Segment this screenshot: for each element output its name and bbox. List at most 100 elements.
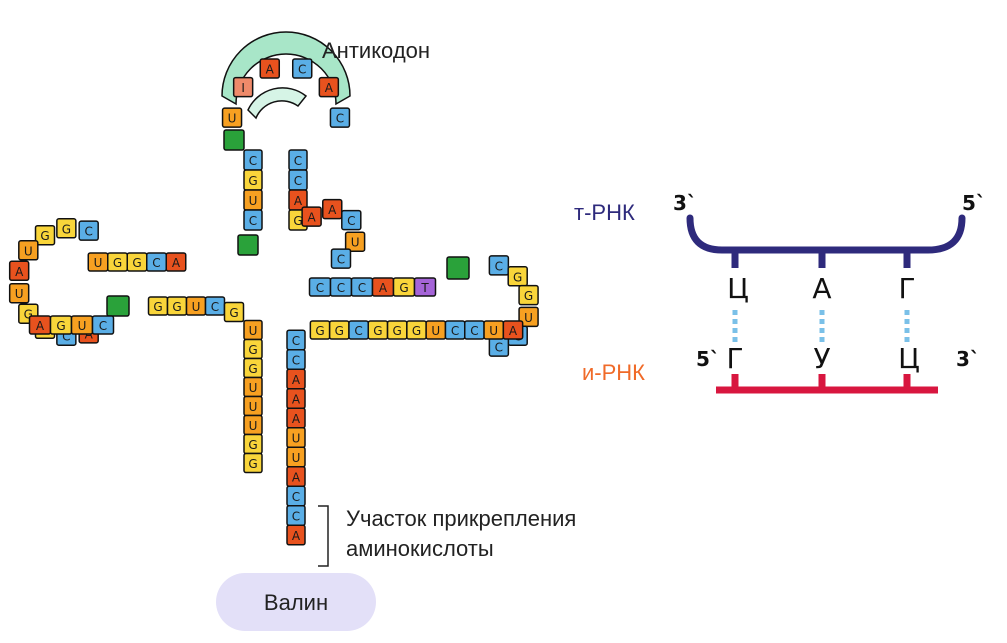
nucleotide-letter: A [15,265,24,279]
nucleotide-letter: G [412,324,421,338]
left-stem-base-6: G [243,433,263,455]
nucleotide-letter: A [325,81,334,95]
ac-left-stem-base-3: C [243,209,263,231]
nucleotide-letter: U [192,300,201,314]
nucleotide-letter: U [249,419,258,433]
nucleotide-letter: U [15,287,24,301]
variable-loop-base-3: U [344,231,366,252]
anticodon-loop-base-5: C [329,107,351,128]
nucleotide-letter: C [495,259,503,273]
nucleotide-chain: CCAAAUUACCAUGGUUUGGGGUCGCGGUAUGGCAAGUCUG… [8,58,539,546]
nucleotide-letter: U [489,324,498,338]
nucleotide-letter: U [292,432,301,446]
acceptor-base-0: C [286,329,306,351]
acceptor-base-2: A [286,368,306,390]
d-loop-base-3: U [18,240,39,261]
nucleotide-letter: G [248,343,257,357]
nucleotide-letter: A [379,281,388,295]
nucleotide-letter: C [62,330,70,344]
trna-label: т-РНК [574,200,635,225]
ac-right-stem-base-2: A [288,189,308,211]
anticodon-label: Антикодон [322,38,430,63]
nucleotide-letter: G [399,281,408,295]
d-stem-base-0: G [147,296,169,316]
nucleotide-letter: C [451,324,459,338]
green-linker-base-3 [223,129,245,151]
left-stem-base-7: G [243,452,263,474]
nucleotide-letter: U [249,194,258,208]
acceptor-base-4: A [286,407,306,429]
nucleotide-letter: C [294,154,302,168]
tstem-bottom-base-6: U [425,320,447,340]
anticodon-loop-base-2: A [259,58,281,79]
acceptor-base-7: A [286,466,306,487]
trna-end-left: 3` [673,191,697,215]
nucleotide-letter: A [292,529,301,543]
left-stem-base-1: G [243,338,263,360]
nucleotide-letter: G [315,324,324,338]
nucleotide-letter: G [153,300,162,314]
nucleotide-letter: A [36,319,45,333]
trna-backbone [686,214,966,254]
mrna-end-left: 5` [696,347,720,371]
nucleotide-letter: A [292,373,301,387]
nucleotide-letter: C [292,490,300,504]
ac-left-stem-base-2: U [243,189,263,211]
tstem-bottom-base-5: G [406,320,427,340]
d-arm-top-base-0: U [87,252,109,272]
valine-label: Валин [264,590,328,615]
acceptor-base-5: U [286,427,306,448]
ac-right-stem-base-1: C [288,169,308,191]
d-stem-base-1: G [166,296,188,316]
variable-loop-base-0: A [301,206,322,227]
nucleotide-letter: U [292,451,301,465]
nucleotide-letter: G [513,270,522,284]
nucleotide-letter: U [24,244,33,258]
anticodon-letter-3: Г [898,272,915,305]
variable-loop-base-4: C [330,248,352,269]
left-stem-base-4: U [243,395,263,417]
nucleotide-letter: C [347,214,355,228]
d-loop-base-5: U [8,282,30,304]
d-stem-base-2: U [185,296,207,316]
tstem-top-base-3: A [371,277,395,297]
tstem-bottom-base-9: U [483,320,505,340]
anticodon-letter-2: А [812,272,831,305]
nucleotide-letter: C [298,62,306,76]
nucleotide-letter: G [56,319,65,333]
nucleotide-letter: A [266,62,275,76]
nucleotide-letter: G [113,256,122,270]
nucleotide-letter: C [292,354,300,368]
green-linker-base-1 [106,295,130,317]
nucleotide-letter: A [294,194,303,208]
d-stem-base-3: C [204,296,226,316]
anticodon-loop-base-0: U [221,107,243,128]
d-arm-top-base-1: G [107,252,128,272]
acceptor-base-8: C [286,485,306,507]
variable-loop-base-1: A [322,198,343,220]
nucleotide-letter: C [211,300,219,314]
nucleotide-letter: C [337,253,345,267]
ac-right-stem-base-0: C [288,149,308,171]
tstem-top-base-0: C [308,277,332,297]
nucleotide-letter: G [524,289,533,303]
nucleotide-letter: G [62,222,71,236]
nucleotide-letter: G [132,256,141,270]
d-arm-top-base-4: A [165,252,187,272]
nucleotide-letter: G [293,214,302,228]
nucleotide-letter: G [248,174,257,188]
anticodon-loop-base-4: A [318,76,340,98]
d-arm-top-base-2: G [126,252,148,272]
ac-left-stem-base-0: C [243,149,263,171]
nucleotide-letter: I [241,81,245,95]
nucleotide-letter: G [373,324,382,338]
d-loop-inner-base-0: A [28,315,52,335]
nucleotide-letter: A [308,211,317,225]
attachment-label-line1: Участок прикрепления [346,506,576,531]
nucleotide-letter: C [470,324,478,338]
tstem-bottom-base-1: G [328,320,350,340]
nucleotide-letter: G [248,457,257,471]
tloop-base-2: G [518,284,539,306]
nucleotide-letter: A [292,412,301,426]
nucleotide-letter: C [358,281,366,295]
